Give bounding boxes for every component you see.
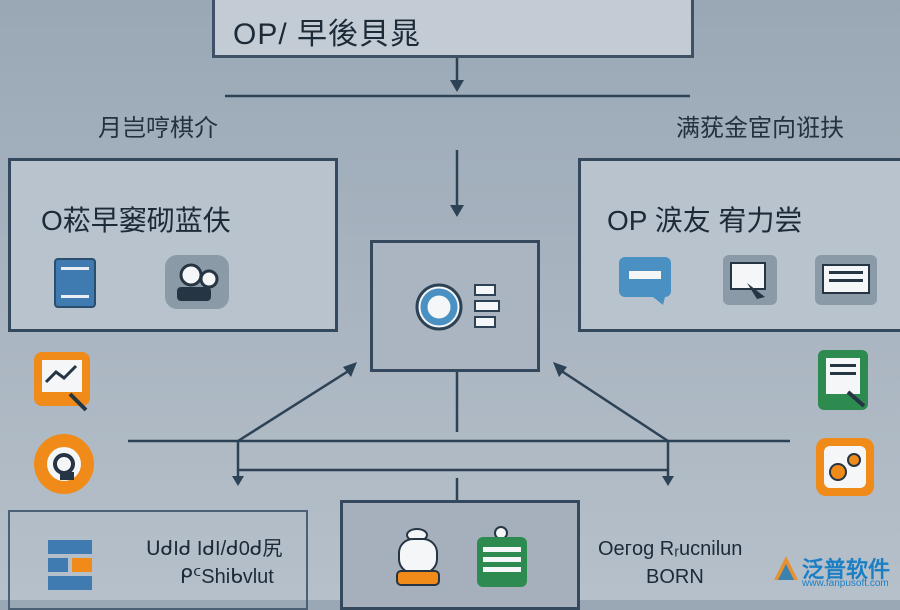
grid-icon bbox=[46, 538, 94, 605]
arrowhead-center-down bbox=[450, 205, 464, 217]
diag-right-line bbox=[559, 368, 669, 443]
arrowhead-left-drop bbox=[232, 476, 244, 486]
document-icon bbox=[53, 257, 99, 314]
message-icon bbox=[813, 253, 879, 314]
op-logo-icon bbox=[411, 277, 507, 344]
watermark-url: www.fanpusoft.com bbox=[802, 578, 889, 589]
left-panel: O菘早窭砌蓝伕 bbox=[8, 158, 338, 332]
form-icon bbox=[721, 253, 783, 314]
center-box bbox=[370, 240, 540, 372]
right-label: 满莸金宦向诳扶 bbox=[676, 115, 844, 142]
lower-left-line2: ᑭᑦShiᑲvlut bbox=[180, 566, 274, 588]
lower-right-line1: Oeᴦog Rᵣucnilun bbox=[598, 538, 743, 560]
chart-icon bbox=[30, 350, 96, 421]
team-icon bbox=[163, 253, 233, 318]
watermark: 泛普软件 www.fanpusoft.com bbox=[772, 550, 892, 594]
watermark-brand: 泛普软件 bbox=[802, 557, 891, 582]
arrowhead-diag-right bbox=[553, 362, 567, 377]
lower-right-line2: BORN bbox=[646, 566, 704, 588]
settings-icon bbox=[30, 430, 100, 505]
report-icon bbox=[814, 348, 874, 419]
arrowhead-diag-left bbox=[343, 362, 357, 377]
lower-left-line1: ᑌᑯIᑯ IᑯI/ᑯ0ᑯ尻 bbox=[146, 538, 283, 560]
watermark-logo-icon bbox=[774, 556, 798, 580]
bottom-center-box bbox=[340, 500, 580, 610]
left-panel-title: O菘早窭砌蓝伕 bbox=[41, 205, 231, 236]
arrowhead-right-drop bbox=[662, 476, 674, 486]
title-box: OP/ 早後貝晁 bbox=[212, 0, 694, 58]
diag-left-line bbox=[237, 368, 351, 443]
right-panel: OP 涙友 宥力尝 bbox=[578, 158, 900, 332]
calendar-icon bbox=[471, 525, 533, 596]
page-title: OP/ 早後貝晁 bbox=[233, 18, 422, 51]
database-icon bbox=[387, 525, 449, 596]
gear-icon bbox=[812, 434, 878, 505]
arrowhead-title-down bbox=[450, 80, 464, 92]
chat-icon bbox=[617, 253, 677, 312]
left-label: 月岂哼棋介 bbox=[98, 115, 218, 142]
right-panel-title: OP 涙友 宥力尝 bbox=[607, 205, 803, 236]
